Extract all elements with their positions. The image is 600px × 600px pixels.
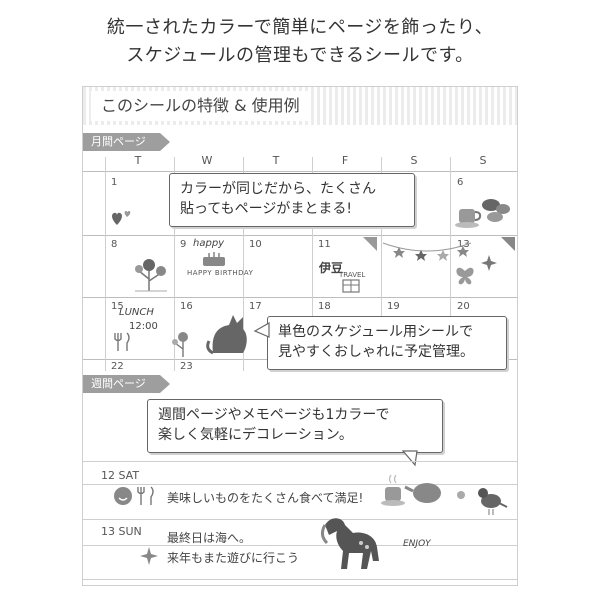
intro-text: 統一されたカラーで簡単にページを飾ったり、 スケジュールの管理もできるシールです… — [0, 14, 600, 70]
callout-pointer-icon — [401, 450, 418, 467]
tea-and-macarons-icon — [455, 199, 510, 228]
day-8: 8 — [111, 239, 118, 250]
weekly-day-sun: 13 SUN — [101, 525, 142, 538]
weekly-line — [83, 545, 517, 546]
day-22: 22 — [111, 361, 124, 372]
weekday-sat: S — [410, 154, 418, 167]
smile-cutlery-icon — [114, 486, 154, 505]
butterfly-sparkle-icon — [456, 255, 497, 285]
weekly-sat-note: 美味しいものをたくさん食べて満足! — [167, 491, 364, 505]
callout-1-line-1: カラーが同じだから、たくさん — [180, 181, 376, 197]
calendar-col-line — [381, 157, 382, 371]
weekly-day-sat: 12 SAT — [101, 469, 140, 482]
day-19: 19 — [387, 301, 400, 312]
calendar-row-line — [83, 171, 517, 172]
weekly-enjoy-text: ENJOY — [403, 539, 431, 549]
weekday-tue: T — [134, 154, 142, 167]
birthday-cake-icon — [203, 252, 225, 266]
hearts-sticker-icon — [112, 211, 131, 225]
gift-box-icon — [342, 279, 360, 293]
calendar-col-line — [243, 157, 244, 371]
calendar-row-line — [83, 297, 517, 298]
cutlery-icon — [114, 332, 130, 351]
day-23: 23 — [180, 361, 193, 372]
day-20: 20 — [457, 301, 470, 312]
weekly-line — [83, 579, 517, 580]
callout-pointer-icon — [253, 321, 270, 338]
day-16: 16 — [180, 301, 193, 312]
sticker-time-text: 12:00 — [129, 321, 158, 332]
corner-flag-icon — [363, 237, 377, 251]
horse-sticker-icon — [320, 518, 379, 569]
weekday-fri: F — [341, 154, 349, 167]
panel-header: このシールの特徴 & 使用例 — [83, 87, 517, 125]
day-18: 18 — [318, 301, 331, 312]
callout-schedule-management: 単色のスケジュール用シールで 見やすくおしゃれに予定管理。 — [267, 316, 507, 370]
day-1: 1 — [111, 177, 118, 188]
intro-line-1: 統一されたカラーで簡単にページを飾ったり、 — [106, 17, 494, 38]
weekly-sun-note-2: 来年もまた遊びに行こう — [167, 551, 300, 565]
cat-sticker-icon — [206, 315, 247, 355]
day-11: 11 — [318, 239, 331, 250]
calendar-col-line — [312, 157, 313, 371]
calendar-col-line — [450, 157, 451, 371]
weekday-sun: S — [479, 154, 487, 167]
intro-line-2: スケジュールの管理もできるシールです。 — [126, 45, 474, 66]
callout-3-line-1: 週間ページやメモページも1カラーで — [158, 407, 390, 423]
panel-title: このシールの特徴 & 使用例 — [91, 91, 310, 121]
day-6: 6 — [457, 177, 464, 188]
corner-flag-icon — [501, 237, 515, 251]
callout-color-unified: カラーが同じだから、たくさん 貼ってもページがまとまる! — [169, 173, 415, 227]
sticker-place-text: 伊豆 — [319, 261, 344, 275]
callout-1-line-2: 貼ってもページがまとまる! — [180, 201, 352, 217]
sticker-happy-text: happy — [193, 238, 225, 249]
sticker-travel-text: TRAVEL — [339, 271, 366, 279]
day-15: 15 — [111, 301, 124, 312]
example-panel: このシールの特徴 & 使用例 月間ページ T W T F S S 1 6 8 9… — [82, 86, 518, 586]
flowers-sticker-icon — [135, 259, 167, 292]
weekly-line — [83, 484, 517, 485]
callout-2-line-1: 単色のスケジュール用シールで — [278, 324, 474, 340]
weekly-line — [83, 461, 517, 462]
monthly-tag: 月間ページ — [83, 133, 170, 151]
weekly-line — [83, 519, 517, 520]
calendar-row-line — [83, 235, 517, 236]
teatime-bird-icon — [381, 474, 508, 515]
calendar-col-line — [174, 157, 175, 371]
day-17: 17 — [249, 301, 262, 312]
flower-stem-icon — [172, 332, 188, 357]
weekly-tag: 週間ページ — [83, 375, 170, 393]
calendar-col-line — [105, 157, 106, 371]
weekly-sun-note-1: 最終日は海へ。 — [167, 531, 252, 545]
callout-weekly-deco: 週間ページやメモページも1カラーで 楽しく気軽にデコレーション。 — [147, 399, 443, 453]
day-10: 10 — [249, 239, 262, 250]
day-9: 9 — [180, 239, 187, 250]
callout-2-line-2: 見やすくおしゃれに予定管理。 — [278, 344, 474, 360]
weekday-wed: W — [201, 154, 213, 167]
sparkle-icon — [140, 547, 158, 565]
star-garland-icon — [382, 242, 472, 261]
day-13: 13 — [457, 239, 470, 250]
sticker-lunch-text: LUNCH — [119, 307, 154, 318]
callout-3-line-2: 楽しく気軽にデコレーション。 — [158, 427, 353, 443]
sticker-happy-birthday-text: HAPPY BIRTHDAY — [187, 269, 254, 277]
weekday-thu: T — [272, 154, 280, 167]
